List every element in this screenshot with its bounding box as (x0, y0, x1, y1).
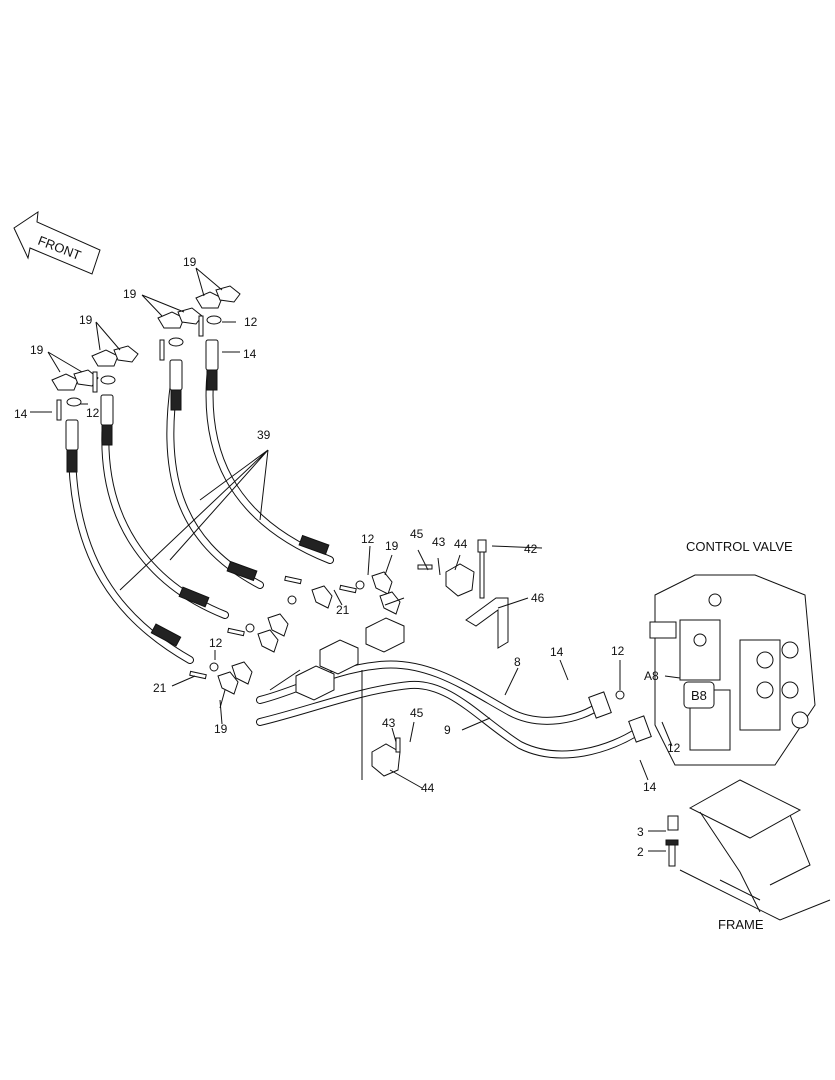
callout-43: 43 (432, 535, 446, 549)
callout-8: 8 (514, 655, 521, 669)
callout-12: 12 (244, 315, 258, 329)
split-flanges-top (51, 285, 241, 421)
callout-43: 43 (382, 716, 396, 730)
callout-42: 42 (524, 542, 538, 556)
callout-19: 19 (79, 313, 93, 327)
hose-end-fittings (65, 339, 330, 647)
callout-44: 44 (454, 537, 468, 551)
callout-19: 19 (385, 539, 399, 553)
callout-12: 12 (667, 741, 681, 755)
bracket-46 (465, 539, 509, 649)
callout-19: 19 (30, 343, 44, 357)
callout-19: 19 (183, 255, 197, 269)
callout-19: 19 (214, 722, 228, 736)
tube-clamps (295, 563, 475, 777)
frame (665, 779, 831, 921)
callout-21: 21 (153, 681, 167, 695)
callout-19: 19 (123, 287, 137, 301)
callout-45: 45 (410, 706, 424, 720)
callout-9: 9 (444, 723, 451, 737)
control-valve-title: CONTROL VALVE (686, 539, 793, 554)
callout-14: 14 (243, 347, 257, 361)
callout-45: 45 (410, 527, 424, 541)
control-valve: B8 (649, 574, 816, 766)
callout-3: 3 (637, 825, 644, 839)
callout-12: 12 (611, 644, 625, 658)
callout-21: 21 (336, 603, 350, 617)
leader-lines (30, 267, 681, 852)
front-arrow: FRONT (13, 210, 101, 275)
callout-14: 14 (14, 407, 28, 421)
callout-2: 2 (637, 845, 644, 859)
callout-39: 39 (257, 428, 271, 442)
callout-14: 14 (550, 645, 564, 659)
hose-assembly-39 (67, 356, 334, 664)
port-label-b8: B8 (691, 688, 707, 703)
callout-a8: A8 (644, 669, 659, 683)
frame-title: FRAME (718, 917, 764, 932)
callout-labels: 19 19 19 19 19 19 12 12 12 12 12 12 14 1… (14, 255, 681, 859)
callout-12: 12 (86, 406, 100, 420)
callout-12: 12 (209, 636, 223, 650)
callout-14: 14 (643, 780, 657, 794)
callout-44: 44 (421, 781, 435, 795)
split-flanges-lower (189, 571, 401, 695)
callout-46: 46 (531, 591, 545, 605)
callout-12: 12 (361, 532, 375, 546)
